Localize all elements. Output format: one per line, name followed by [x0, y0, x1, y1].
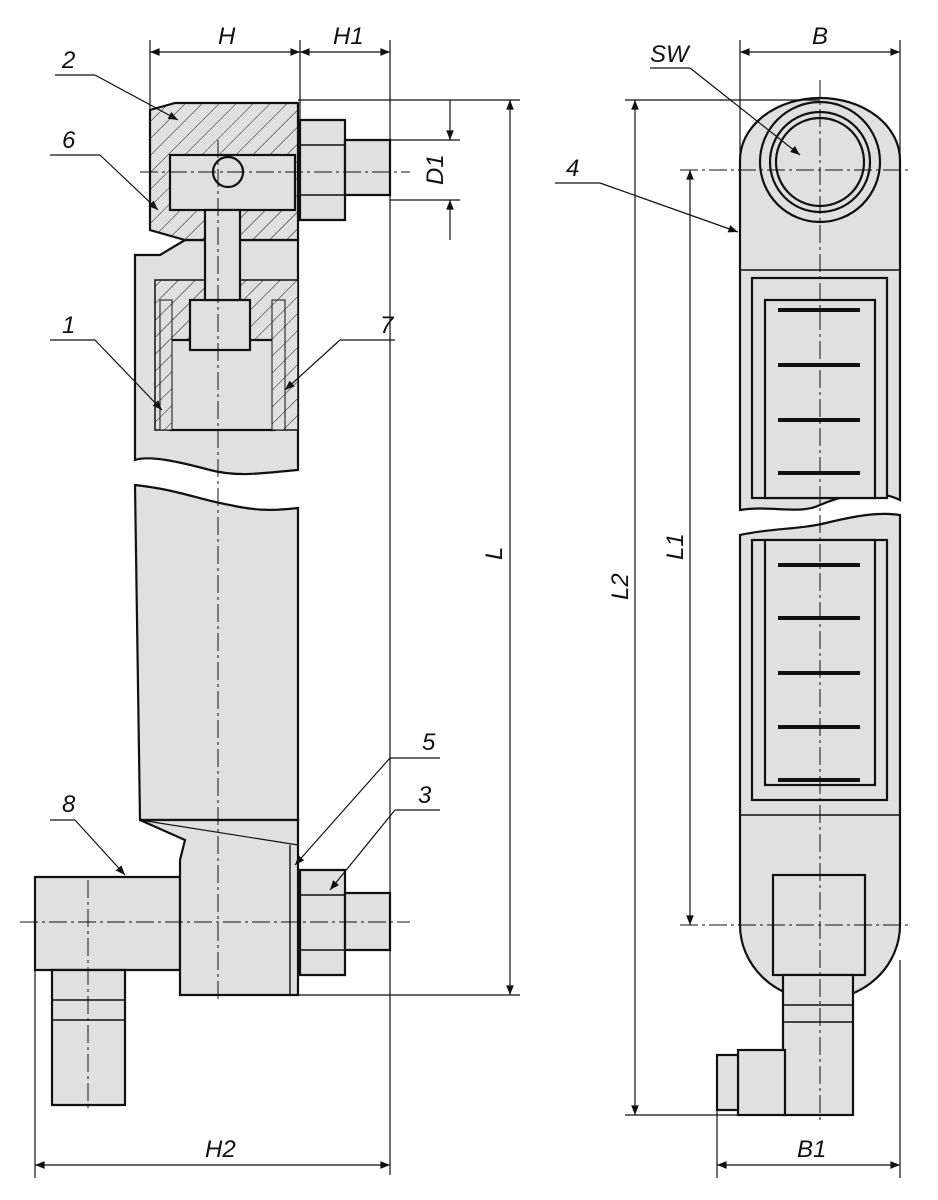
- dim-H: H: [218, 23, 236, 50]
- dim-SW: SW: [650, 41, 691, 68]
- dim-D1: D1: [422, 154, 449, 185]
- part-number-7: 7: [380, 312, 395, 339]
- dim-B1: B1: [797, 1136, 826, 1163]
- part-number-6: 6: [62, 127, 76, 154]
- part-number-4: 4: [566, 155, 579, 182]
- dim-B: B: [812, 23, 828, 50]
- outlet-pipe: [781, 973, 855, 1117]
- tube-lower: [133, 483, 300, 822]
- dim-L: L: [481, 547, 508, 560]
- part-number-5: 5: [422, 729, 436, 756]
- dim-L1: L1: [662, 533, 689, 560]
- side-plug: [736, 1048, 787, 1117]
- top-nut: [298, 118, 347, 222]
- left-part-callouts: 2 6 1 7 5 3 8: [50, 47, 440, 891]
- dim-L2: L2: [607, 573, 634, 600]
- part-number-3: 3: [418, 782, 432, 809]
- bottom-block: [139, 818, 300, 997]
- part-number-8: 8: [62, 791, 76, 818]
- dim-H1: H1: [333, 23, 364, 50]
- side-section-view: [20, 101, 410, 1110]
- elbow-connector: [33, 875, 182, 972]
- left-dimensions: H H1 D1 L H2: [34, 23, 520, 1178]
- scale-marks: [778, 308, 860, 782]
- front-view: [680, 80, 910, 1120]
- dim-H2: H2: [205, 1136, 236, 1163]
- part-number-1: 1: [62, 312, 75, 339]
- part-number-2: 2: [61, 47, 75, 74]
- right-dimensions: B L2 L1 B1 SW 4: [555, 23, 901, 1178]
